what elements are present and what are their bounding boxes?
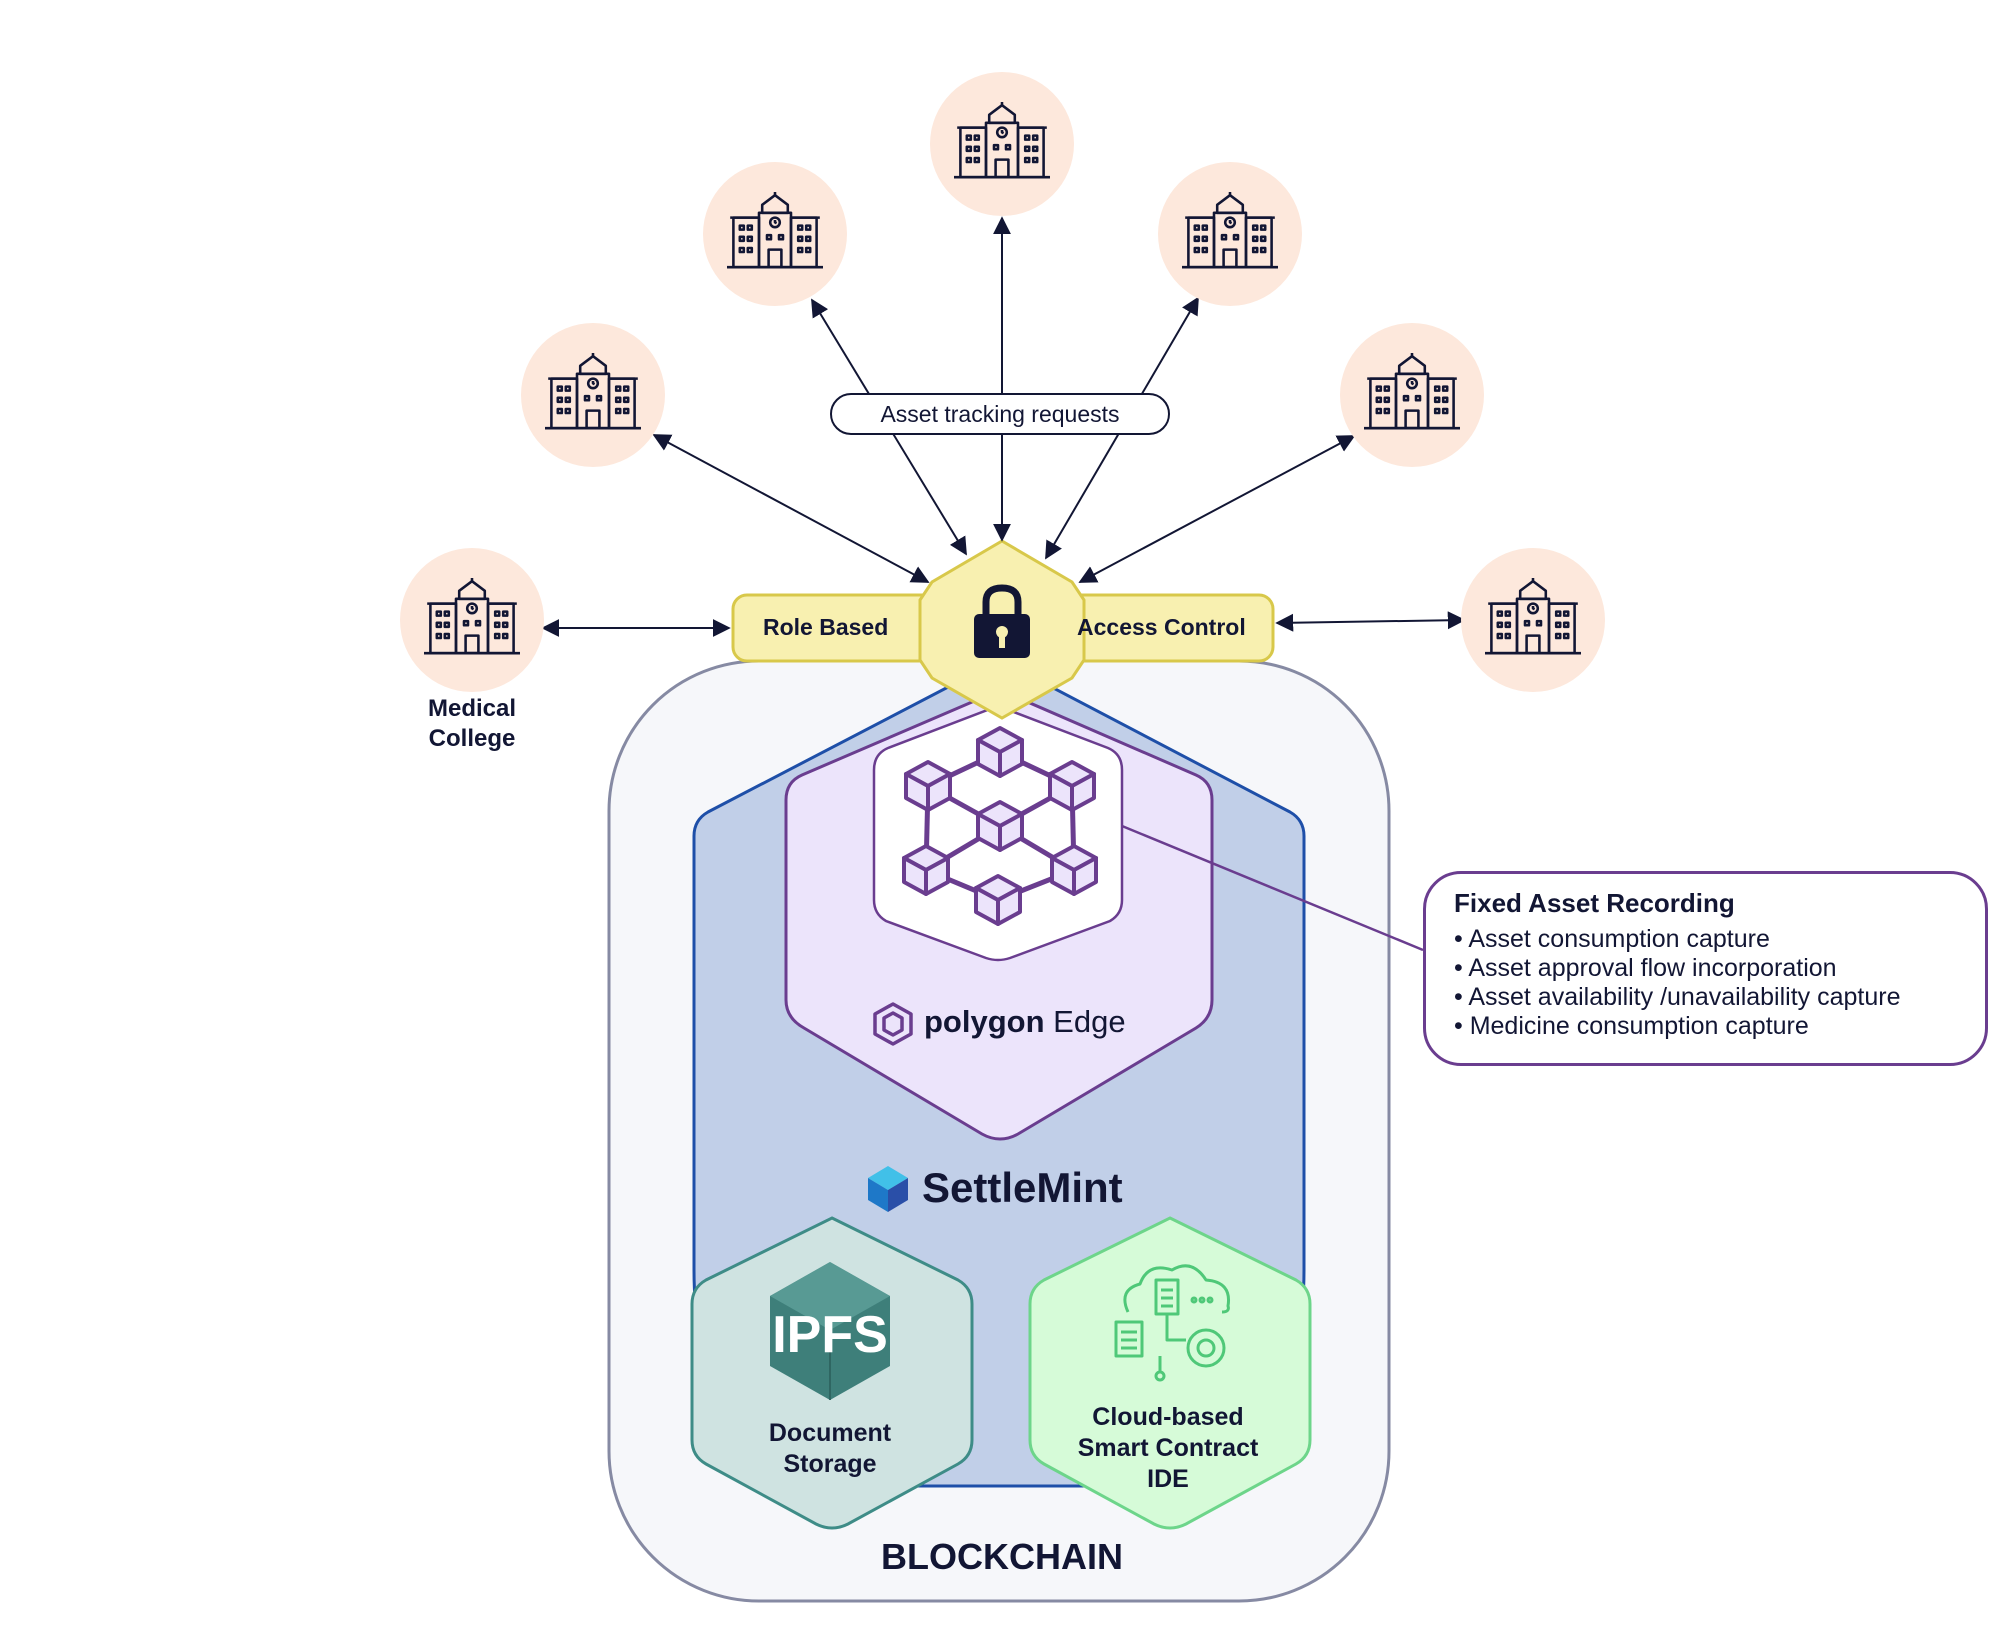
- building-node-top-right: [1158, 162, 1302, 306]
- callout-title: Fixed Asset Recording: [1454, 888, 1735, 918]
- callout-item: Asset approval flow incorporation: [1454, 954, 1985, 983]
- polygon-edge-label: polygon Edge: [924, 1004, 1126, 1040]
- building-node-top-left: [703, 162, 847, 306]
- cloud-ide-hexagon: [1028, 1216, 1312, 1530]
- cloud-code-gear-icon: [1114, 1264, 1231, 1382]
- arrow-right-upper: [1078, 435, 1356, 583]
- building-node-left-upper: [521, 323, 665, 467]
- callout-item: Asset availability /unavailability captu…: [1454, 983, 1985, 1012]
- callout-connector: [1121, 824, 1424, 952]
- asset-tracking-requests-label: Asset tracking requests: [830, 393, 1170, 435]
- callout-item: Asset consumption capture: [1454, 925, 1985, 954]
- building-node-top: [930, 72, 1074, 216]
- access-control-label: Access Control: [1077, 614, 1246, 640]
- cloud-ide-label: Cloud-based Smart Contract IDE: [1077, 1403, 1259, 1493]
- callout-item: Medicine consumption capture: [1454, 1012, 1985, 1041]
- building-node-medical-college: [400, 548, 544, 692]
- arrow-left-upper: [652, 434, 930, 583]
- lock-icon: [974, 584, 1030, 658]
- blockchain-label: BLOCKCHAIN: [881, 1536, 1123, 1577]
- medical-college-label: Medical College: [427, 695, 517, 752]
- arrow-right: [1275, 611, 1466, 632]
- building-node-right: [1461, 548, 1605, 692]
- ipfs-logo-text: IPFS: [772, 1306, 888, 1364]
- building-node-right-upper: [1340, 323, 1484, 467]
- role-based-label: Role Based: [763, 614, 889, 640]
- edge-wordmark: Edge: [1053, 1004, 1126, 1039]
- polygon-wordmark: polygon: [924, 1004, 1045, 1039]
- document-storage-label: Document Storage: [768, 1419, 892, 1478]
- settlemint-wordmark: SettleMint: [922, 1164, 1123, 1211]
- polygon-logo-icon: [873, 1002, 913, 1046]
- settlemint-logo-icon: [868, 1166, 908, 1212]
- fixed-asset-recording-callout: Fixed Asset Recording Asset consumption …: [1423, 871, 1988, 1066]
- ipfs-logo-icon: [770, 1262, 890, 1400]
- callout-list: Asset consumption capture Asset approval…: [1454, 925, 1985, 1041]
